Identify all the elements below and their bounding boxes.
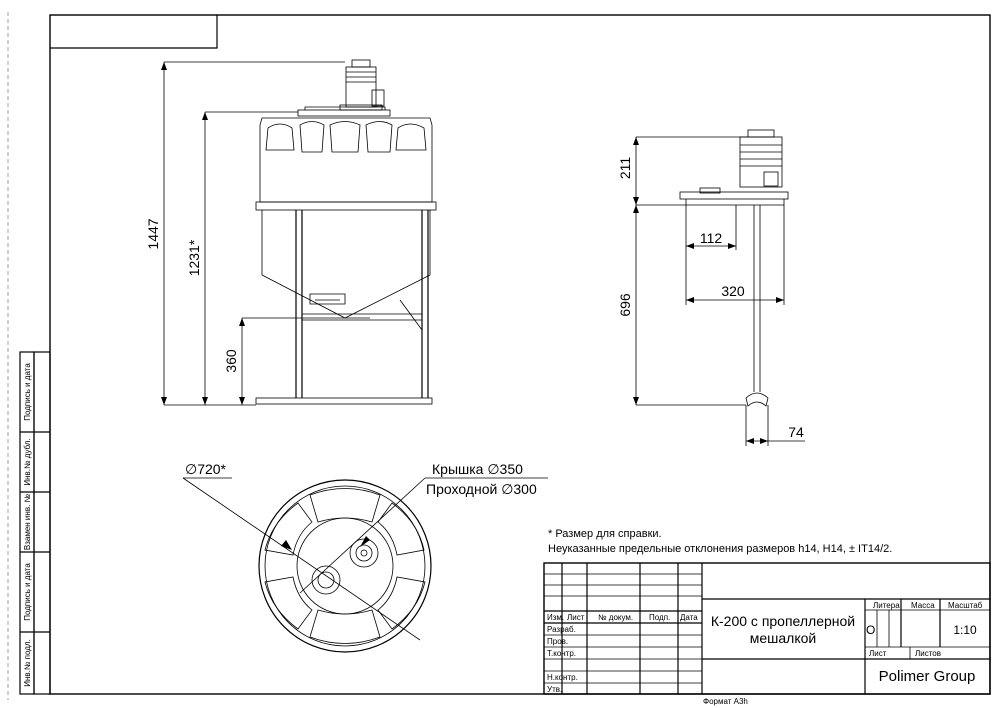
tb-row-utv: Утв.	[547, 685, 562, 694]
dim-overall-height: 1447	[145, 218, 161, 249]
tb-title-line2: мешалкой	[750, 630, 817, 646]
format-label: Формат А3h	[703, 697, 748, 706]
plan-lid-label: Крышка ∅350	[432, 461, 523, 477]
top-left-field	[50, 15, 218, 49]
plan-view: ∅720* Крышка ∅350 Проходной ∅300	[182, 461, 548, 653]
plan-tank-diameter: ∅720*	[185, 461, 227, 477]
tb-row-razrab: Разраб.	[547, 625, 576, 634]
stamp-sign-date-1: Подпись и дата	[23, 363, 32, 421]
dim-shaft-length: 696	[617, 293, 633, 317]
tb-sheet-label: Лист	[869, 649, 887, 658]
plan-passage-label: Проходной ∅300	[426, 481, 537, 497]
note-reference: * Размер для справки.	[548, 528, 662, 540]
dim-height-ref: 1231*	[186, 239, 202, 276]
tb-row-prov: Пров.	[547, 637, 568, 646]
tb-col-list: Лист	[567, 613, 585, 622]
tb-row-tkontr: Т.контр.	[547, 649, 576, 658]
tb-col-doc: № докум.	[598, 613, 633, 622]
tb-sheets-label: Листов	[915, 649, 941, 658]
drawing-frame	[49, 14, 991, 695]
tb-litera-label: Литера	[873, 601, 900, 610]
tb-row-nkontr: Н.контр.	[547, 673, 578, 682]
front-view: 1447 1231* 360	[145, 59, 437, 406]
dim-motor-height: 211	[617, 157, 633, 180]
stamp-dup-inv: Инв.№ дубл.	[23, 438, 32, 485]
tb-scale-label: Масштаб	[948, 601, 983, 610]
tb-company: Polimer Group	[879, 668, 976, 685]
tb-scale-value: 1:10	[953, 623, 977, 637]
dim-lid-width: 112	[700, 230, 723, 246]
note-tolerances: Неуказанные предельные отклонения размер…	[548, 543, 892, 555]
tb-col-sign: Подп.	[649, 613, 670, 622]
side-stamp: Подпись и дата Инв.№ дубл. Взамен инв. №…	[19, 351, 51, 695]
stamp-orig-inv: Инв.№ подл.	[23, 639, 32, 687]
tb-litera-value: О	[866, 623, 875, 637]
dim-impeller-diameter: 74	[788, 424, 804, 440]
dim-impeller-span: 320	[721, 283, 745, 299]
tb-title-line1: К-200 с пропеллерной	[711, 613, 855, 629]
tb-col-date: Дата	[680, 613, 698, 622]
motor-body	[345, 66, 377, 108]
stamp-replace-inv: Взамен инв. №	[23, 493, 32, 550]
mixer-view: 211 696 112 320 74	[617, 129, 805, 446]
tb-massa-label: Масса	[911, 601, 935, 610]
tb-col-izm: Изм.	[547, 613, 564, 622]
title-block: Изм. Лист № докум. Подп. Дата Разраб. Пр…	[543, 562, 991, 695]
dim-leg-height: 360	[223, 349, 239, 373]
stamp-sign-date-2: Подпись и дата	[23, 563, 32, 621]
